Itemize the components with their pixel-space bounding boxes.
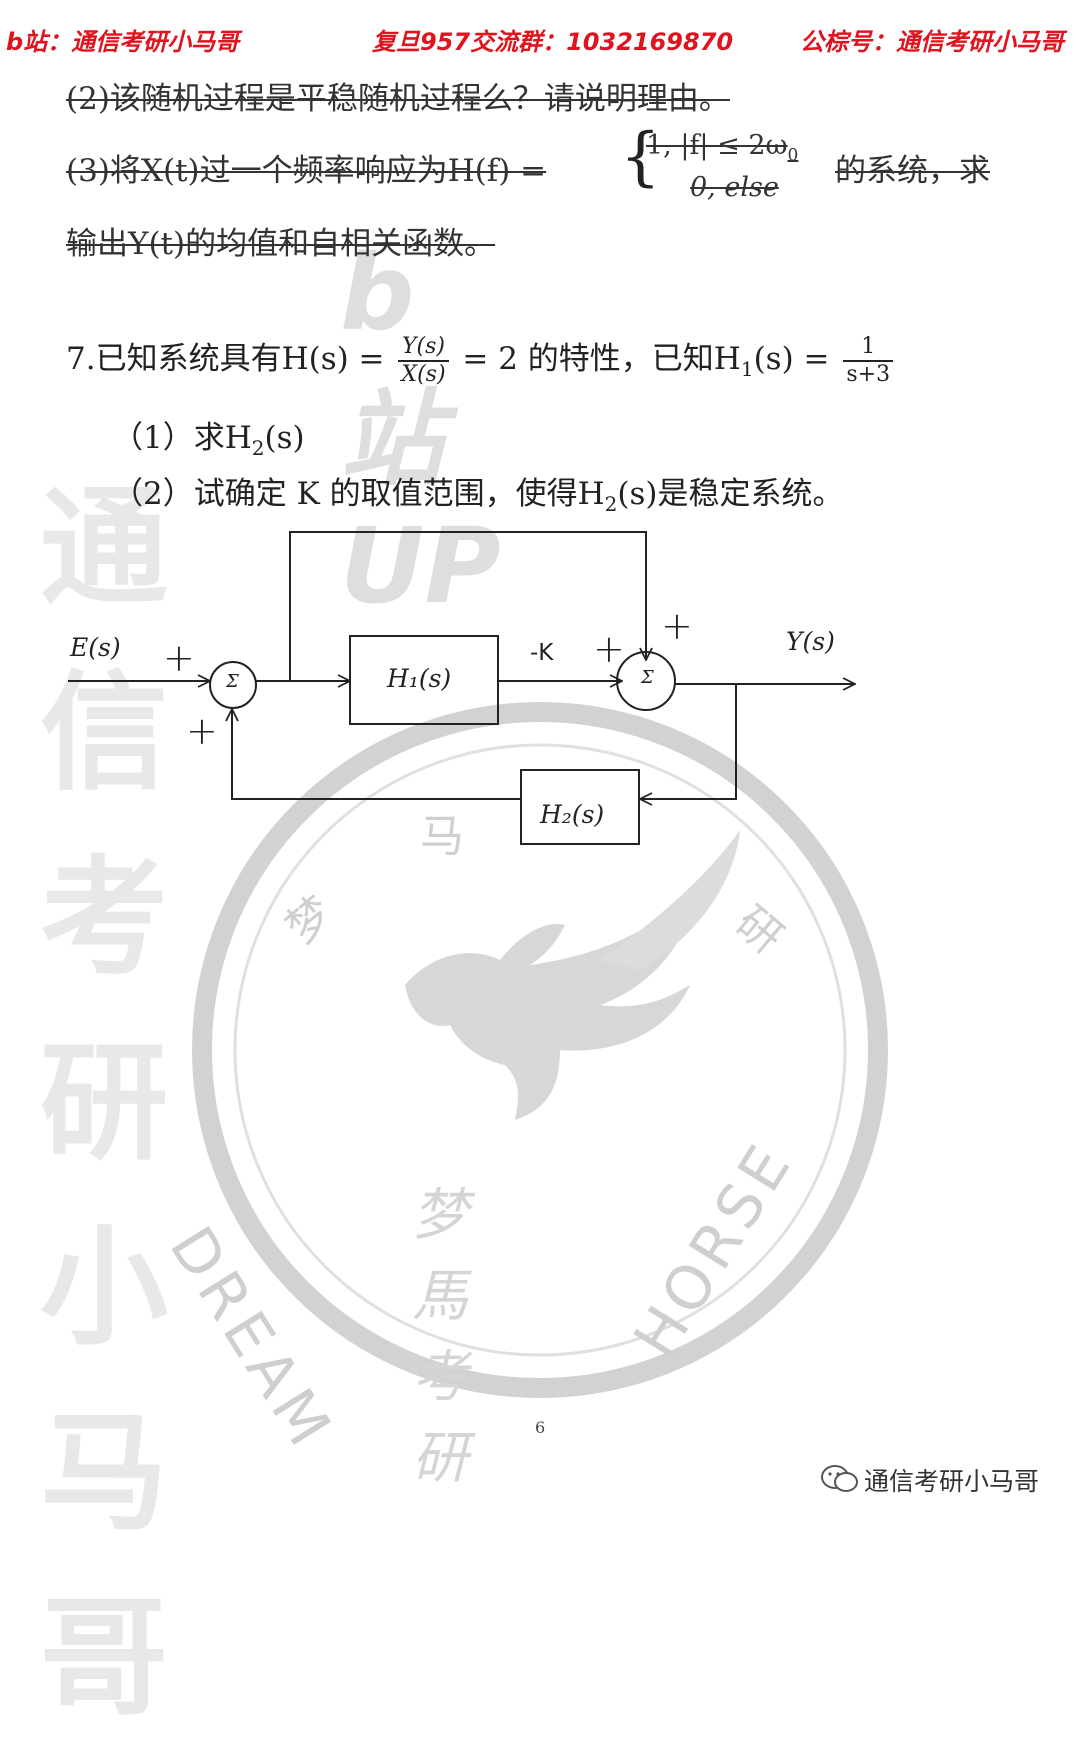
plus-sign-forward: + <box>593 627 625 671</box>
fraction-denominator: X(s) <box>401 361 446 387</box>
feedback-right <box>640 684 737 799</box>
block-h2-label: H₂(s) <box>540 800 605 829</box>
summer1-symbol: Σ <box>226 671 239 692</box>
prev-question-part3-prefix: (3)将X(t)过一个频率响应为H(f) = <box>66 153 547 189</box>
piecewise-row2: 0, else <box>690 172 779 203</box>
prev-question-part2: (2)该随机过程是平稳随机过程么？请说明理由。 <box>66 81 730 117</box>
page-number: 6 <box>535 1418 546 1437</box>
footer-account-name: 通信考研小马哥 <box>864 1467 1040 1496</box>
fraction-h1: 1 s+3 <box>843 334 894 387</box>
output-label: Y(s) <box>786 627 835 656</box>
question7-sub2: （2）试确定 K 的取值范围，使得H2(s)是稳定系统。 <box>112 476 844 517</box>
plus-sign-feedback: + <box>186 709 218 753</box>
bypass-path <box>289 531 646 681</box>
input-label: E(s) <box>70 633 121 662</box>
gain-label: -K <box>530 640 554 666</box>
piecewise-brace: { <box>620 120 661 194</box>
fraction-h1-numerator: 1 <box>843 334 894 362</box>
header-account: 公棕号：通信考研小马哥 <box>800 28 1064 56</box>
summer-2 <box>616 651 676 711</box>
wechat-icon <box>821 1465 858 1492</box>
fraction-h1-denominator: s+3 <box>846 361 891 387</box>
question7-stem-prefix: 7.已知系统具有H(s) = <box>66 341 385 377</box>
header-bilibili: b站：通信考研小马哥 <box>6 28 240 56</box>
plus-sign-input: + <box>163 636 195 680</box>
block-h1-label: H₁(s) <box>387 664 452 693</box>
fraction-numerator: Y(s) <box>398 334 449 362</box>
summer2-symbol: Σ <box>641 667 654 688</box>
block-diagram <box>68 531 1080 845</box>
plus-sign-bypass: + <box>661 604 693 648</box>
prev-question-part3-suffix: 的系统，求 <box>835 153 990 189</box>
piecewise-row1: 1, |f| ≤ 2ω0 <box>646 130 799 166</box>
prev-question-part3-line2: 输出Y(t)的均值和自相关函数。 <box>66 226 496 262</box>
question7-stem-mid: = 2 的特性，已知H <box>462 341 741 377</box>
header-group: 复旦957交流群：1032169870 <box>372 28 734 56</box>
fraction-transfer: Y(s) X(s) <box>398 334 449 387</box>
feedback-left <box>232 709 521 800</box>
question7-stem: 7.已知系统具有H(s) = Y(s) X(s) = 2 的特性，已知H1(s)… <box>66 333 897 387</box>
block-h2 <box>520 769 640 845</box>
question7-sub1: （1）求H2(s) <box>112 420 305 461</box>
